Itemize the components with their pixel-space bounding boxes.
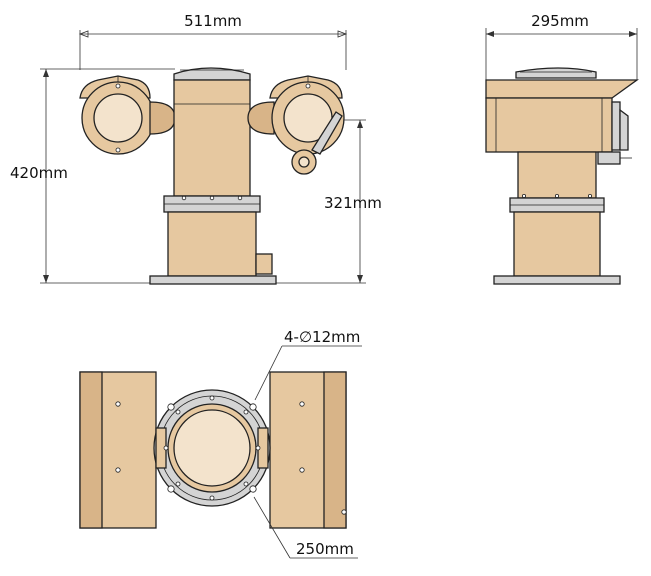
- side-view: 295mm: [485, 12, 640, 285]
- dimension-height-lower: 321mm: [276, 119, 382, 284]
- dimension-height-total: 420mm: [10, 68, 175, 284]
- dimension-base-diameter: 250mm: [253, 496, 358, 559]
- dimension-width-front: 511mm: [78, 12, 348, 70]
- dimension-width-side: 295mm: [485, 12, 638, 80]
- front-view: 511mm 420mm 321mm: [10, 12, 382, 285]
- label-base-diameter: 250mm: [296, 540, 354, 558]
- label-height-total: 420mm: [10, 164, 68, 182]
- label-width-side: 295mm: [531, 12, 589, 30]
- label-width-front: 511mm: [184, 12, 242, 30]
- dimension-mount-holes: 4-∅12mm: [254, 328, 362, 401]
- label-mount-holes: 4-∅12mm: [284, 328, 360, 346]
- bottom-view: 4-∅12mm 250mm: [79, 328, 362, 559]
- label-height-lower: 321mm: [324, 194, 382, 212]
